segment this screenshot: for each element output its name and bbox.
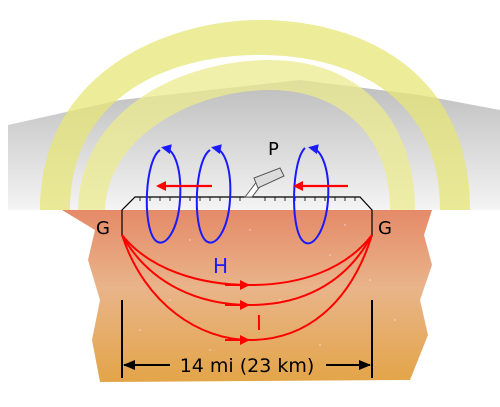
magnetic-field-label: H [213, 254, 228, 278]
pole-insulator [243, 167, 285, 198]
ground-current-paths [121, 234, 373, 345]
distance-indicator [121, 300, 373, 378]
ground-label-right: G [378, 218, 392, 239]
distance-label: 14 mi (23 km) [180, 355, 315, 377]
ground-label-left: G [96, 218, 110, 239]
current-label: I [256, 311, 262, 335]
pole-label: P [268, 139, 279, 160]
aurora-arcs [40, 20, 470, 210]
